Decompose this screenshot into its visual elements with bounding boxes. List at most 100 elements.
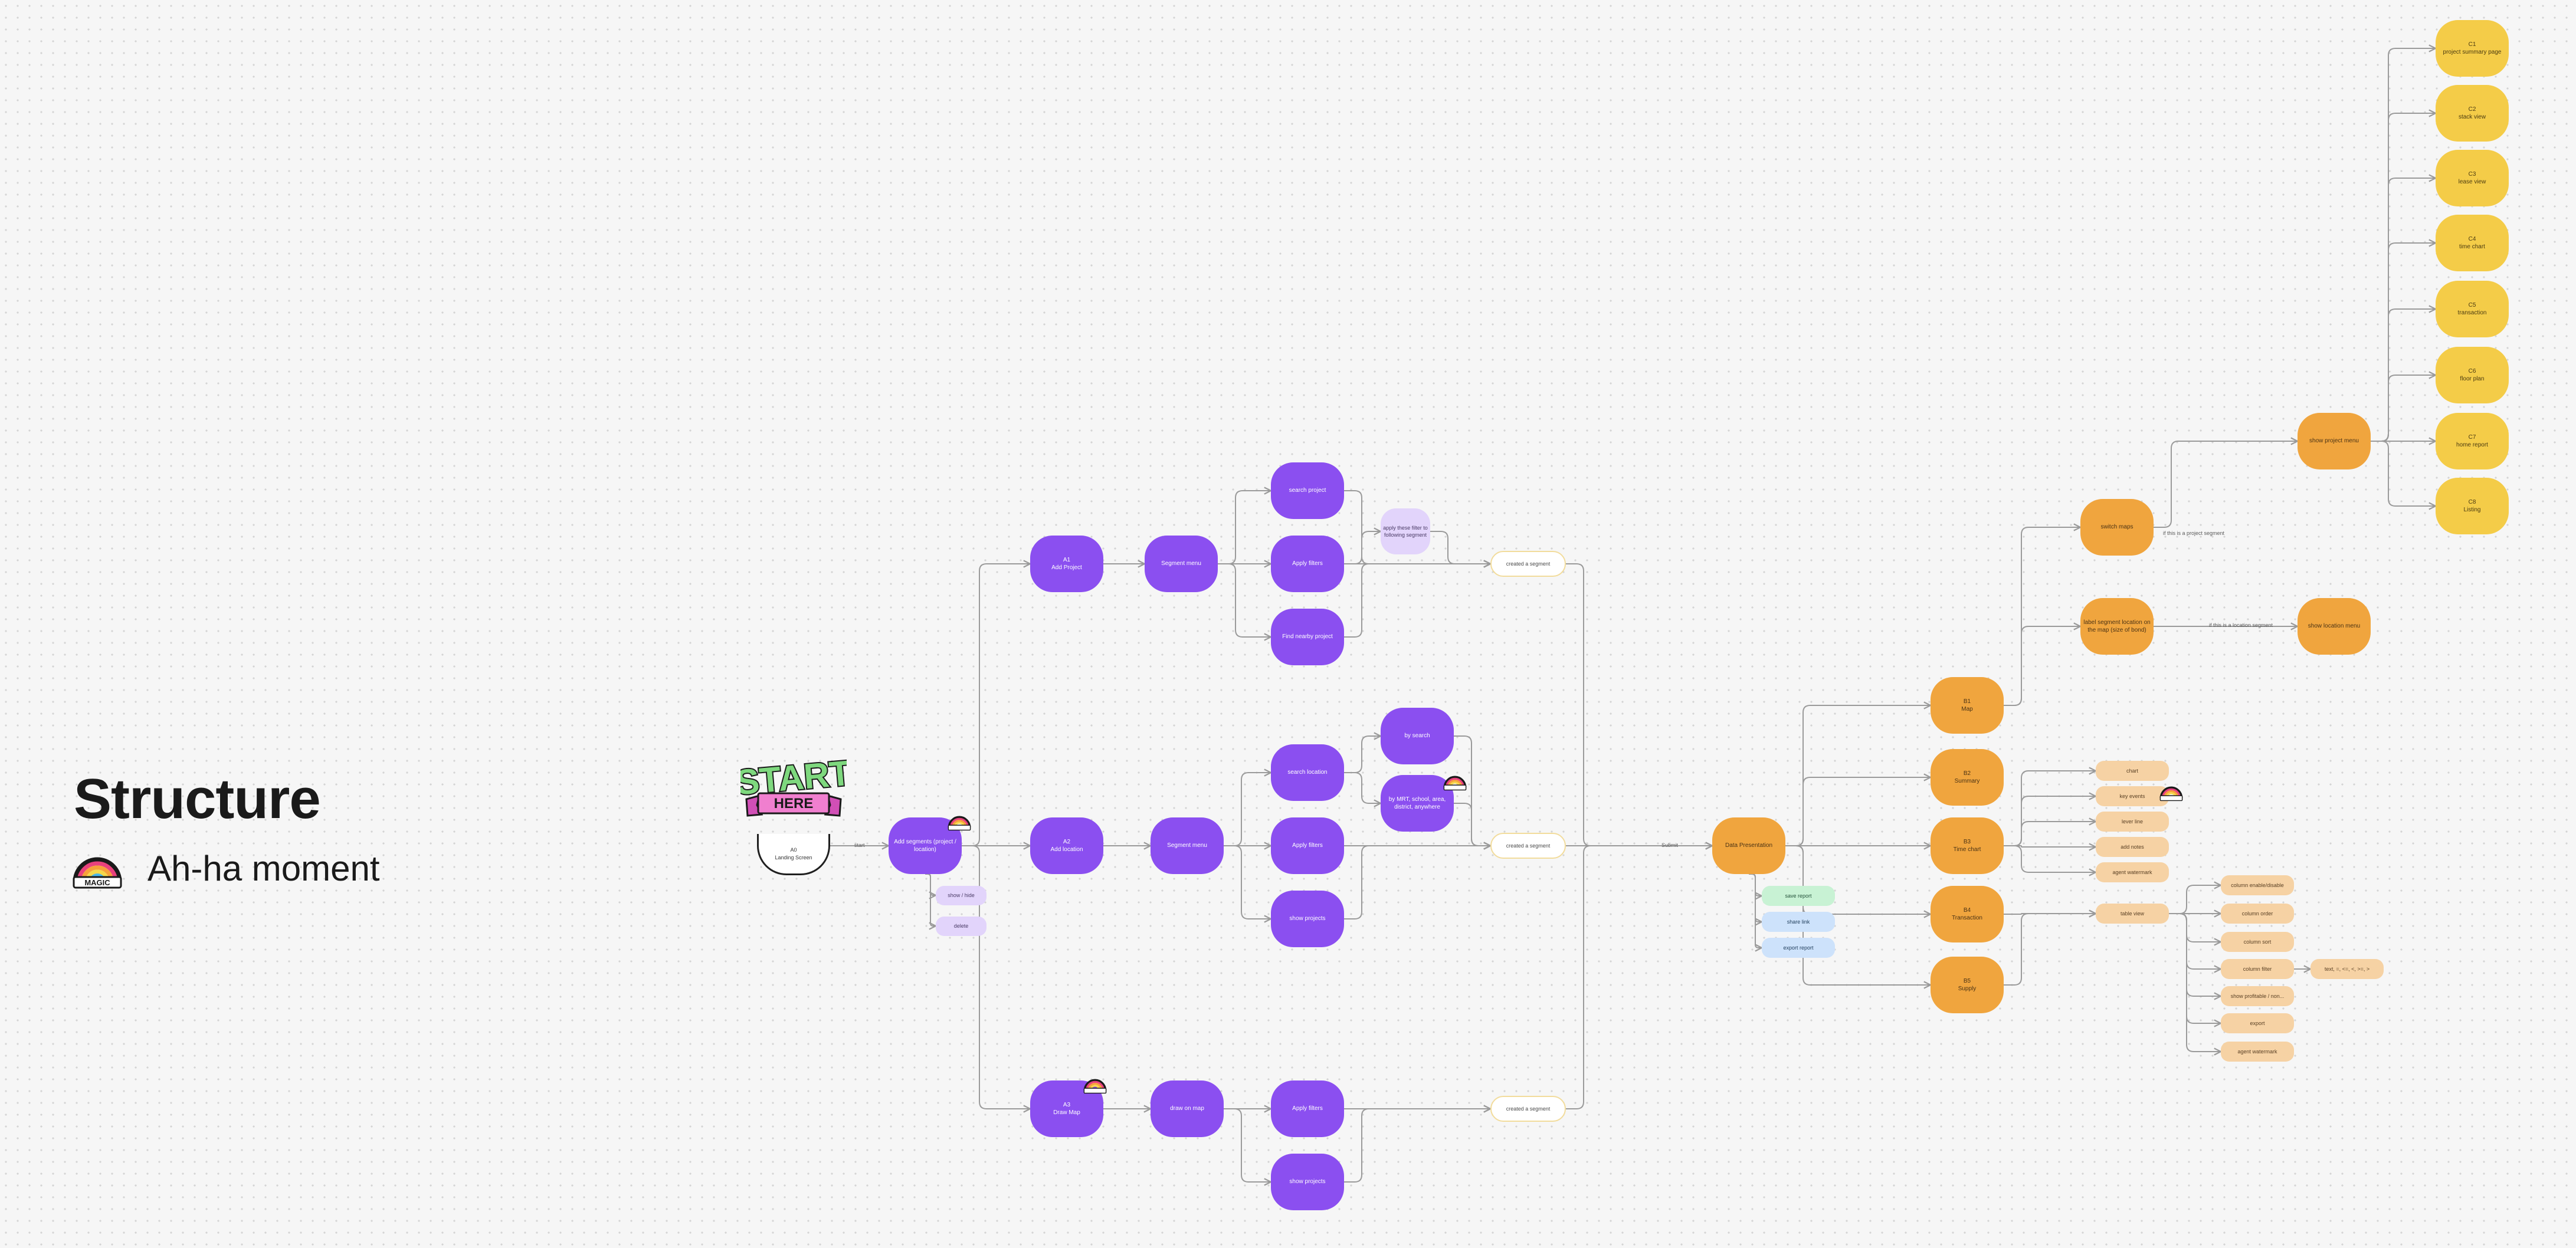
node-b3-time-chart[interactable]: B3 Time chart xyxy=(1931,817,2004,874)
node-column-order[interactable]: column order xyxy=(2221,904,2294,924)
connector-19 xyxy=(1224,845,1271,919)
connector-15 xyxy=(1344,564,1490,638)
connector-29 xyxy=(1344,1109,1490,1183)
node-created-segment-map[interactable]: created a segment xyxy=(1490,1096,1566,1122)
node-show-projects-map[interactable]: show projects xyxy=(1271,1154,1344,1210)
node-column-filter[interactable]: column filter xyxy=(2221,959,2294,979)
node-delete[interactable]: delete xyxy=(936,917,987,936)
node-apply-filters-map[interactable]: Apply filters xyxy=(1271,1080,1344,1137)
node-created-segment-project[interactable]: created a segment xyxy=(1490,551,1566,577)
edge-label-start: start xyxy=(854,842,865,848)
node-c5-transaction[interactable]: C5 transaction xyxy=(2436,281,2509,337)
connector-50 xyxy=(2371,375,2436,442)
node-show-hide[interactable]: show / hide xyxy=(936,886,987,905)
node-label-segment-location[interactable]: label segment location on the map (size … xyxy=(2080,598,2154,655)
node-export[interactable]: export xyxy=(2221,1013,2294,1033)
connector-5 xyxy=(962,845,1030,1109)
ahha-marker-icon-key-events xyxy=(2159,786,2183,802)
node-by-mrt-school-area[interactable]: by MRT, school, area, district, anywhere xyxy=(1381,775,1454,832)
connector-25 xyxy=(1344,846,1490,919)
node-apply-filters-location[interactable]: Apply filters xyxy=(1271,817,1344,874)
node-add-notes[interactable]: add notes xyxy=(2096,837,2169,857)
node-c4-time-chart[interactable]: C4 time chart xyxy=(2436,215,2509,271)
node-save-report[interactable]: save report xyxy=(1762,886,1835,906)
node-b5-supply[interactable]: B5 Supply xyxy=(1931,957,2004,1013)
node-c3-lease-view[interactable]: C3 lease view xyxy=(2436,150,2509,206)
node-apply-filters-project[interactable]: Apply filters xyxy=(1271,536,1344,592)
connector-16 xyxy=(1430,531,1490,564)
ahha-marker-icon-a3 xyxy=(1083,1079,1107,1094)
connector-3 xyxy=(962,564,1030,846)
node-show-projects-location[interactable]: show projects xyxy=(1271,891,1344,947)
start-node-landing-screen[interactable]: A0 Landing Screen xyxy=(757,834,830,875)
node-agent-watermark-table[interactable]: agent watermark xyxy=(2221,1042,2294,1062)
connector-56 xyxy=(2004,846,2096,847)
ahha-marker-icon-add-segments xyxy=(948,816,971,831)
connector-32 xyxy=(1566,846,1712,1109)
node-segment-menu-location[interactable]: Segment menu xyxy=(1151,817,1224,874)
node-column-enable-disable[interactable]: column enable/disable xyxy=(2221,875,2294,895)
node-apply-filter-to-following[interactable]: apply these filter to following segment xyxy=(1381,508,1430,554)
connector-37 xyxy=(1785,777,1931,846)
node-segment-menu-project[interactable]: Segment menu xyxy=(1145,536,1218,592)
node-show-project-menu[interactable]: show project menu xyxy=(2298,413,2371,469)
page-title: Structure xyxy=(74,767,321,830)
connector-2 xyxy=(925,873,936,926)
node-a1-add-project[interactable]: A1 Add Project xyxy=(1030,536,1103,592)
edge-label-project-segment: if this is a project segment xyxy=(2163,530,2225,536)
sticker-here-text: HERE xyxy=(774,796,814,812)
node-c8-listing[interactable]: C8 Listing xyxy=(2436,478,2509,534)
node-show-profitable[interactable]: show profitable / non... xyxy=(2221,986,2294,1006)
connector-27 xyxy=(1224,1108,1271,1182)
connector-66 xyxy=(2169,913,2221,1052)
node-share-link[interactable]: share link xyxy=(1762,912,1835,932)
node-find-nearby-project[interactable]: Find nearby project xyxy=(1271,609,1344,665)
ahha-marker-icon-by-mrt xyxy=(1443,776,1467,791)
node-show-location-menu[interactable]: show location menu xyxy=(2298,598,2371,655)
connector-35 xyxy=(1749,873,1762,948)
connector-64 xyxy=(2169,913,2221,996)
edge-label-location-segment: if this is a location segment xyxy=(2209,622,2273,628)
node-by-search[interactable]: by search xyxy=(1381,708,1454,764)
connector-20 xyxy=(1344,736,1381,773)
node-export-report[interactable]: export report xyxy=(1762,938,1835,958)
node-key-events[interactable]: key events xyxy=(2096,786,2169,806)
node-b2-summary[interactable]: B2 Summary xyxy=(1931,749,2004,806)
node-switch-maps[interactable]: switch maps xyxy=(2080,499,2154,556)
connector-55 xyxy=(2004,822,2096,846)
connector-11 xyxy=(1218,563,1271,637)
node-table-view[interactable]: table view xyxy=(2096,904,2169,924)
connector-43 xyxy=(2154,441,2298,528)
connector-60 xyxy=(2169,885,2221,914)
node-a2-add-location[interactable]: A2 Add location xyxy=(1030,817,1103,874)
connector-45 xyxy=(2371,48,2436,442)
connector-21 xyxy=(1344,772,1381,803)
node-chart[interactable]: chart xyxy=(2096,761,2169,781)
start-here-sticker: START HERE xyxy=(740,757,847,817)
magic-badge-text: MAGIC xyxy=(84,878,110,887)
connector-53 xyxy=(2004,771,2096,846)
node-draw-on-map[interactable]: draw on map xyxy=(1151,1080,1224,1137)
node-column-sort[interactable]: column sort xyxy=(2221,932,2294,952)
node-b4-transaction[interactable]: B4 Transaction xyxy=(1931,886,2004,942)
connector-52 xyxy=(2371,441,2436,506)
connector-17 xyxy=(1224,773,1271,846)
node-c6-floor-plan[interactable]: C6 floor plan xyxy=(2436,347,2509,403)
rainbow-magic-badge-icon: MAGIC xyxy=(73,857,122,889)
node-lever-line[interactable]: lever line xyxy=(2096,812,2169,832)
node-search-location[interactable]: search location xyxy=(1271,744,1344,801)
node-b1-map[interactable]: B1 Map xyxy=(1931,677,2004,734)
connector-57 xyxy=(2004,845,2096,872)
node-c7-home-report[interactable]: C7 home report xyxy=(2436,413,2509,469)
connector-9 xyxy=(1218,491,1271,564)
node-created-segment-location[interactable]: created a segment xyxy=(1490,833,1566,859)
legend-label: Ah-ha moment xyxy=(148,849,380,888)
node-data-presentation[interactable]: Data Presentation xyxy=(1712,817,1785,874)
node-search-project[interactable]: search project xyxy=(1271,462,1344,519)
node-c2-stack-view[interactable]: C2 stack view xyxy=(2436,85,2509,142)
node-c1-project-summary[interactable]: C1 project summary page xyxy=(2436,20,2509,77)
node-agent-watermark-chart[interactable]: agent watermark xyxy=(2096,862,2169,882)
connector-48 xyxy=(2371,243,2436,442)
node-filter-operators[interactable]: text, =, <=, <, >=, > xyxy=(2310,959,2384,979)
